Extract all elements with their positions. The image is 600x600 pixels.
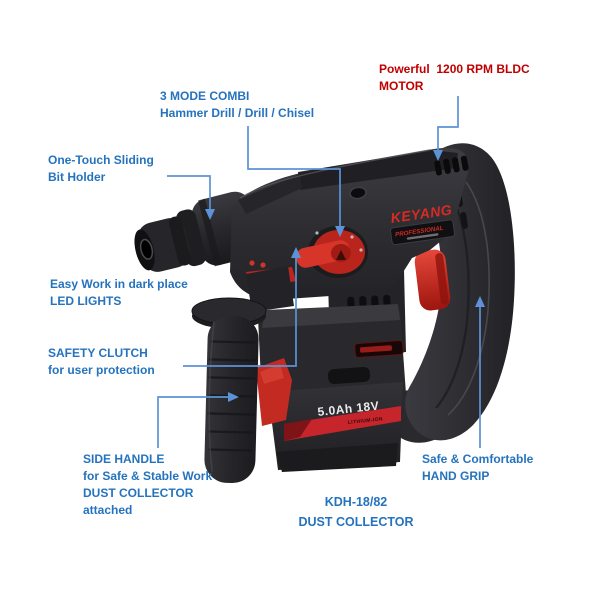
chuck-groove xyxy=(198,198,222,267)
clutch-callout-line xyxy=(183,257,297,367)
side-handle xyxy=(191,266,294,484)
clutch-label: SAFETY CLUTCH for user protection xyxy=(48,346,155,377)
vent-slot xyxy=(460,155,469,171)
motor-callout-line xyxy=(437,96,459,151)
top-highlight xyxy=(239,149,431,199)
mode-marker xyxy=(336,250,346,260)
mode-label: 3 MODE COMBI Hammer Drill / Drill / Chis… xyxy=(160,89,315,120)
battery-pack: 5.0Ah 18V LITHIUM-ION xyxy=(256,304,406,472)
handle-outer xyxy=(405,143,515,441)
led-light xyxy=(260,262,266,268)
battery-slot xyxy=(327,366,371,385)
badge-subline xyxy=(406,233,439,240)
top-cap xyxy=(298,150,458,190)
vent-slot xyxy=(434,160,442,176)
side-handle-collar xyxy=(246,266,294,312)
led-light xyxy=(249,260,255,266)
battery-series-badge xyxy=(354,340,404,358)
battery-red-stripe xyxy=(284,406,401,441)
mode-callout-line xyxy=(247,126,341,227)
callout-arrowheads xyxy=(205,150,485,402)
clutch-arrowhead xyxy=(291,247,301,258)
motor-vents xyxy=(434,155,469,176)
led-label: Easy Work in dark place LED LIGHTS xyxy=(50,277,188,308)
mode-selector-knob xyxy=(296,226,368,278)
bit-holder-arrowhead xyxy=(205,209,215,220)
model-label: KDH-18/82 DUST COLLECTOR xyxy=(298,495,414,529)
handle-contour-line xyxy=(447,181,490,416)
trigger xyxy=(414,249,451,311)
stripe-chevron xyxy=(284,419,312,441)
motor-label: Powerful 1200 RPM BLDC MOTOR xyxy=(379,62,530,93)
professional-badge xyxy=(390,219,456,246)
grip-arrowhead xyxy=(475,296,485,307)
side-handle-arrowhead xyxy=(228,392,239,402)
motor-arrowhead xyxy=(433,150,443,161)
battery-latch-highlight xyxy=(260,364,284,384)
shaft-highlight xyxy=(208,321,215,472)
spindle-hole xyxy=(139,238,154,260)
battery-capacity-text: 5.0Ah 18V xyxy=(317,399,380,419)
bit-holder-label: One-Touch Sliding Bit Holder xyxy=(48,153,154,184)
battery-base xyxy=(276,443,398,472)
mode-icon xyxy=(315,231,319,235)
front-top-wedge xyxy=(238,174,302,214)
battery-chemistry-text: LITHIUM-ION xyxy=(348,416,384,426)
depth-gauge-hole xyxy=(349,186,367,200)
side-handle-label: SIDE HANDLE for Safe & Stable Work DUST … xyxy=(83,452,213,517)
side-handle-callout-line xyxy=(157,396,229,448)
bit-holder-callout-line xyxy=(167,175,211,210)
vent-slot xyxy=(451,157,460,173)
vent-slot xyxy=(443,158,451,174)
mode-icon xyxy=(359,248,363,252)
callout-lines xyxy=(157,96,481,448)
mode-icon xyxy=(350,235,354,239)
chuck-ring xyxy=(176,209,206,267)
chuck-nose-edge xyxy=(168,216,192,266)
mode-arrowhead xyxy=(335,226,345,237)
handle-vent-slot xyxy=(460,212,468,229)
grip-label: Safe & Comfortable HAND GRIP xyxy=(422,452,534,483)
